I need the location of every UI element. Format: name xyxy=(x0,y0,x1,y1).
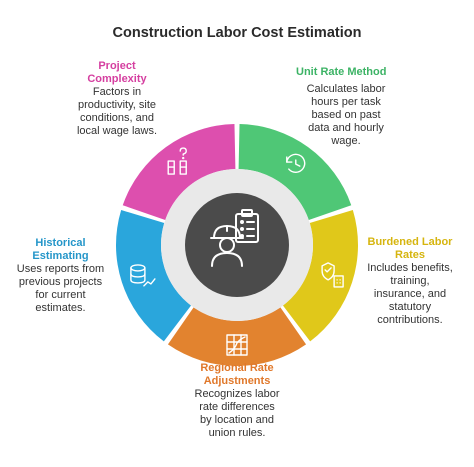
label-burdened-line: contributions. xyxy=(377,314,443,326)
center-circle xyxy=(185,193,289,297)
worker-clipboard-icon xyxy=(210,209,259,267)
label-burdened-line: training, xyxy=(390,275,430,287)
clock-refresh-icon xyxy=(286,153,306,174)
segment-complexity xyxy=(122,124,236,221)
label-regional-line: Recognizes labor xyxy=(194,388,280,400)
label-historical-title: Historical xyxy=(35,237,86,249)
label-complexity-line: conditions, and xyxy=(80,112,154,124)
label-historical-line: for current xyxy=(35,289,86,301)
label-historical: Historical Estimating Uses reports from … xyxy=(8,237,113,315)
label-regional-line: by location and xyxy=(200,414,274,426)
label-unit-rate-title: Unit Rate Method xyxy=(296,66,387,78)
label-regional-title: Adjustments xyxy=(203,375,271,387)
label-regional-line: rate differences xyxy=(199,401,275,413)
label-complexity-line: Factors in xyxy=(92,86,142,98)
shield-building-icon xyxy=(321,262,344,288)
label-complexity: Project Complexity Factors in productivi… xyxy=(62,60,172,138)
database-chart-icon xyxy=(130,264,156,287)
label-complexity-line: productivity, site xyxy=(77,99,157,111)
label-regional-title: Regional Rate xyxy=(200,362,274,374)
diagram-title: Construction Labor Cost Estimation xyxy=(112,25,362,41)
label-burdened: Burdened Labor Rates Includes benefits, … xyxy=(356,236,464,327)
label-unit-rate-line: Calculates labor xyxy=(306,83,386,95)
label-complexity-title: Project xyxy=(98,60,136,72)
label-burdened-title: Burdened Labor xyxy=(367,236,453,248)
label-burdened-title: Rates xyxy=(395,249,425,261)
label-complexity-line: local wage laws. xyxy=(76,125,158,137)
label-unit-rate-line: wage. xyxy=(331,135,361,147)
label-unit-rate-line: hours per task xyxy=(311,96,381,108)
label-unit-rate-line: based on past xyxy=(311,109,381,121)
label-historical-line: Uses reports from xyxy=(16,263,105,275)
segment-burdened xyxy=(282,210,358,342)
label-burdened-line: statutory xyxy=(388,301,432,313)
label-historical-line: estimates. xyxy=(35,302,86,314)
label-unit-rate-line: data and hourly xyxy=(308,122,384,134)
map-grid-icon xyxy=(226,334,248,356)
segment-regional xyxy=(167,307,307,366)
label-unit-rate: Unit Rate Method Calculates labor hours … xyxy=(296,66,406,148)
label-complexity-title: Complexity xyxy=(87,73,147,85)
label-burdened-line: Includes benefits, xyxy=(367,262,453,274)
label-historical-title: Estimating xyxy=(32,250,89,262)
label-historical-line: previous projects xyxy=(18,276,103,288)
label-burdened-line: insurance, and xyxy=(373,288,447,300)
label-regional-line: union rules. xyxy=(208,427,266,439)
question-blocks-icon xyxy=(167,147,187,175)
label-regional: Regional Rate Adjustments Recognizes lab… xyxy=(183,362,291,440)
segment-historical xyxy=(116,210,192,342)
